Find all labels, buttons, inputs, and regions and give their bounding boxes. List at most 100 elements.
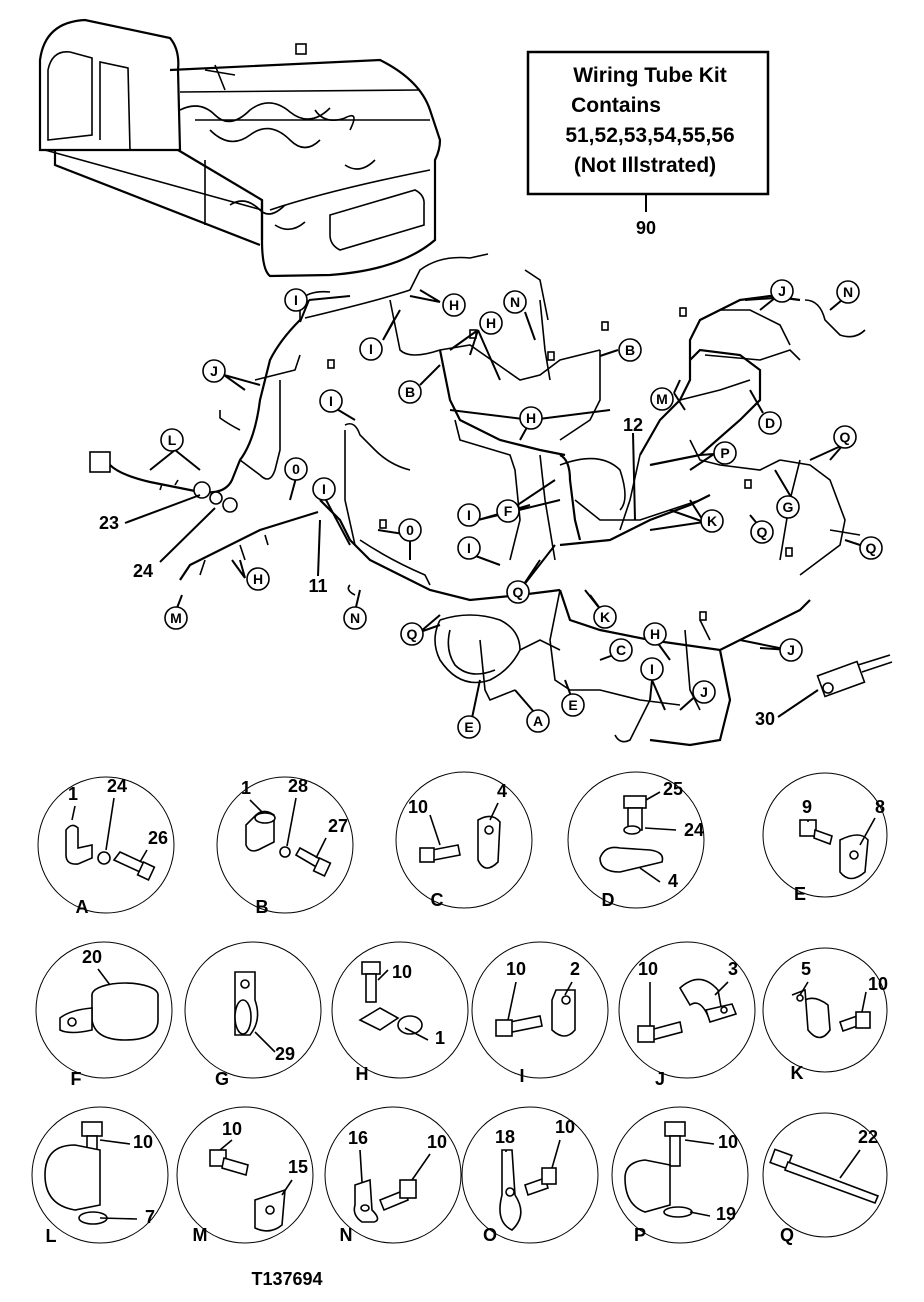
- detail-D-letter: D: [602, 890, 615, 910]
- svg-text:H: H: [650, 626, 660, 642]
- svg-text:1: 1: [68, 784, 78, 804]
- svg-text:B: B: [625, 342, 635, 358]
- excavator-sketch: [38, 18, 442, 278]
- svg-text:10: 10: [133, 1132, 153, 1152]
- detail-F-letter: F: [71, 1069, 82, 1089]
- callout-n2: N: [343, 606, 367, 630]
- callout-o1: 0: [284, 457, 308, 481]
- detail-G-letter: G: [215, 1069, 229, 1089]
- figure-id: T137694: [251, 1269, 322, 1289]
- svg-text:22: 22: [858, 1127, 878, 1147]
- detail-K-letter: K: [791, 1063, 804, 1083]
- svg-text:10: 10: [555, 1117, 575, 1137]
- svg-text:15: 15: [288, 1157, 308, 1177]
- callout-q1: Q: [506, 580, 530, 604]
- svg-text:0: 0: [406, 522, 414, 538]
- detail-C-letter: C: [431, 890, 444, 910]
- detail-H-letter: H: [356, 1064, 369, 1084]
- svg-text:J: J: [787, 642, 795, 658]
- svg-text:10: 10: [718, 1132, 738, 1152]
- svg-text:H: H: [449, 297, 459, 313]
- callout-h1: H: [442, 293, 466, 317]
- callout-m1: M: [164, 606, 188, 630]
- part-24: 24: [133, 561, 153, 581]
- svg-text:I: I: [369, 341, 373, 357]
- svg-text:4: 4: [668, 871, 678, 891]
- svg-text:10: 10: [222, 1119, 242, 1139]
- svg-text:10: 10: [408, 797, 428, 817]
- detail-P: 10 19 P: [611, 1106, 749, 1245]
- svg-text:1: 1: [435, 1028, 445, 1048]
- detail-B: 1 28 27 B: [216, 776, 354, 917]
- svg-text:24: 24: [684, 820, 704, 840]
- callout-i6: I: [457, 536, 481, 560]
- detail-E: 9 8 E: [762, 772, 888, 904]
- wiring-tube-kit-box: Wiring Tube Kit Contains 51,52,53,54,55,…: [526, 50, 770, 238]
- detail-O: 18 10 O: [461, 1106, 599, 1245]
- svg-text:5: 5: [801, 959, 811, 979]
- svg-text:9: 9: [802, 797, 812, 817]
- detail-L: 10 7 L: [31, 1106, 169, 1246]
- svg-text:I: I: [294, 292, 298, 308]
- callout-q3: Q: [833, 425, 857, 449]
- detail-H: 10 1 H: [331, 941, 469, 1084]
- svg-text:K: K: [707, 513, 717, 529]
- svg-text:10: 10: [392, 962, 412, 982]
- detail-I-letter: I: [519, 1066, 524, 1086]
- callout-n3: N: [836, 280, 860, 304]
- callout-leaders: [124, 289, 867, 719]
- svg-text:28: 28: [288, 776, 308, 796]
- svg-text:M: M: [170, 610, 182, 626]
- callout-i6b: I: [640, 657, 664, 681]
- svg-text:M: M: [656, 391, 668, 407]
- callout-b2: B: [398, 380, 422, 404]
- callout-circles: I H I H N B B J H L I 0 I F I 0 I Q H N …: [160, 279, 883, 739]
- svg-text:F: F: [504, 503, 513, 519]
- svg-text:L: L: [168, 432, 177, 448]
- svg-text:Q: Q: [866, 540, 877, 556]
- callout-j3: J: [770, 279, 794, 303]
- svg-text:N: N: [350, 610, 360, 626]
- svg-text:8: 8: [875, 797, 885, 817]
- detail-K: 5 10 K: [762, 947, 888, 1083]
- svg-text:25: 25: [663, 779, 683, 799]
- detail-I: 10 2 I: [471, 941, 609, 1086]
- svg-text:18: 18: [495, 1127, 515, 1147]
- detail-O-letter: O: [483, 1225, 497, 1245]
- svg-text:H: H: [253, 571, 263, 587]
- svg-text:1: 1: [241, 778, 251, 798]
- svg-text:I: I: [467, 507, 471, 523]
- svg-text:16: 16: [348, 1128, 368, 1148]
- detail-Q: 22 Q: [762, 1112, 888, 1245]
- svg-text:I: I: [650, 661, 654, 677]
- svg-text:Q: Q: [513, 584, 524, 600]
- svg-text:4: 4: [497, 781, 507, 801]
- svg-text:10: 10: [868, 974, 888, 994]
- callout-i5: I: [457, 503, 481, 527]
- detail-N: 16 10 N: [324, 1106, 462, 1245]
- detail-P-letter: P: [634, 1225, 646, 1245]
- svg-text:B: B: [405, 384, 415, 400]
- wiring-harness: [89, 253, 893, 747]
- callout-j1: J: [202, 359, 226, 383]
- svg-text:C: C: [616, 642, 626, 658]
- svg-text:I: I: [467, 540, 471, 556]
- svg-text:Q: Q: [757, 524, 768, 540]
- svg-text:H: H: [486, 315, 496, 331]
- part-12: 12: [623, 415, 643, 435]
- part-11: 11: [308, 576, 327, 596]
- detail-F: 20 F: [35, 941, 173, 1089]
- svg-text:G: G: [783, 499, 794, 515]
- svg-text:J: J: [700, 684, 708, 700]
- callout-c1: C: [609, 638, 633, 662]
- callout-h4: H: [246, 567, 270, 591]
- svg-text:J: J: [210, 363, 218, 379]
- callout-d1: D: [758, 411, 782, 435]
- svg-text:10: 10: [506, 959, 526, 979]
- svg-text:24: 24: [107, 776, 127, 796]
- callout-q4: Q: [750, 520, 774, 544]
- callout-e2: E: [561, 693, 585, 717]
- svg-text:N: N: [843, 284, 853, 300]
- callout-i4: I: [312, 477, 336, 501]
